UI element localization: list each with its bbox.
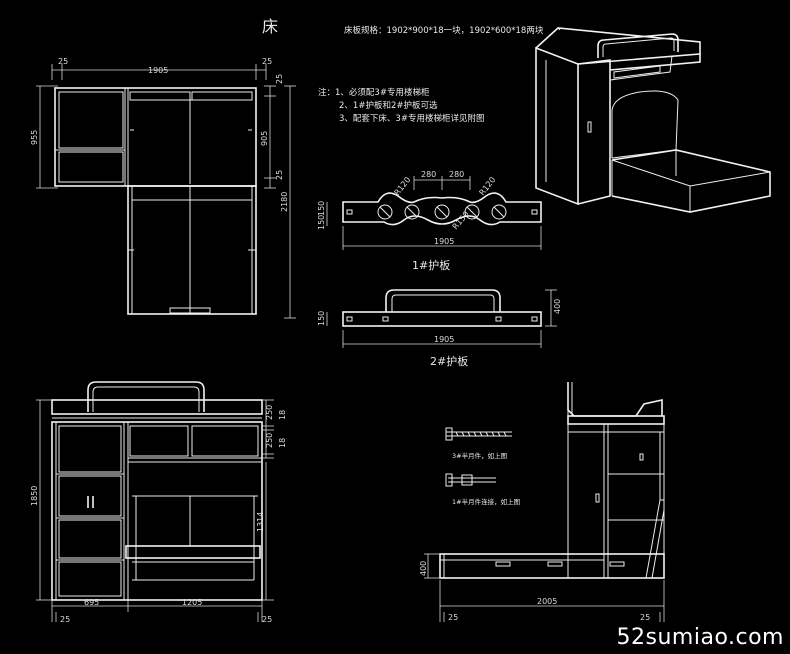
front-dim-18-b: 18	[278, 438, 287, 448]
note-2: 2、1#护板和2#护板可选	[339, 100, 438, 111]
side-dim-2005: 2005	[537, 597, 557, 606]
guard-1-view: 280 280 R120 R120 R150 150 150 1905 1#护板	[317, 170, 542, 272]
front-dim-1205: 1205	[182, 598, 202, 607]
note-3: 3、配套下床、3#专用楼梯柜详见附图	[339, 113, 484, 124]
front-view: 250 18 250 18 1850 1314 695 1205 25 25	[30, 381, 287, 624]
note-1: 注：1、必须配3#专用楼梯柜	[318, 87, 430, 98]
side-view: 400 2005 25 25	[419, 382, 665, 622]
front-dim-25-right: 25	[262, 615, 272, 624]
plan-dim-25-r2: 25	[275, 170, 284, 180]
bolt-details: 3#半月件，如上图 1#半月件连接，如上图	[445, 427, 520, 506]
drawing-title: 床	[262, 17, 278, 36]
watermark: 52sumiao.com	[616, 625, 784, 650]
spec-text: 床板规格：1902*900*18一块，1902*600*18两块	[344, 25, 544, 36]
g1-dim-280-b: 280	[449, 170, 464, 179]
plan-dim-955: 955	[30, 130, 39, 145]
g1-dim-280-a: 280	[421, 170, 436, 179]
plan-dim-1905: 1905	[148, 66, 168, 75]
plan-view: 25 1905 25 955 25 905 25 2180	[30, 57, 296, 319]
isometric-view	[535, 27, 771, 213]
g1-dim-r120-b: R120	[477, 175, 497, 197]
front-dim-695: 695	[84, 598, 99, 607]
guard-2-view: 150 400 1905 2#护板	[317, 289, 562, 368]
guard-2-label: 2#护板	[430, 354, 468, 368]
front-dim-250-b: 250	[265, 433, 274, 448]
g2-dim-1905: 1905	[434, 335, 454, 344]
g1-dim-150-b: 150	[317, 215, 326, 230]
front-dim-1314: 1314	[256, 512, 265, 532]
front-dim-250-a: 250	[265, 405, 274, 420]
plan-dim-25-r1: 25	[275, 74, 284, 84]
bolt-2-caption: 1#半月件连接，如上图	[452, 497, 520, 506]
g2-dim-400: 400	[553, 299, 562, 314]
side-dim-25-left: 25	[448, 613, 458, 622]
g1-dim-150-a: 150	[317, 201, 326, 216]
g2-dim-150: 150	[317, 311, 326, 326]
plan-dim-2180: 2180	[280, 192, 289, 212]
bolt-1-caption: 3#半月件，如上图	[452, 451, 507, 460]
side-dim-400: 400	[419, 561, 428, 576]
plan-dim-905: 905	[260, 131, 269, 146]
front-dim-25-left: 25	[60, 615, 70, 624]
front-dim-1850: 1850	[30, 486, 39, 506]
plan-dim-25-left: 25	[58, 57, 68, 66]
guard-1-label: 1#护板	[412, 258, 450, 272]
plan-dim-25-right: 25	[262, 57, 272, 66]
g1-dim-1905: 1905	[434, 237, 454, 246]
side-dim-25-right: 25	[640, 613, 650, 622]
front-dim-18-a: 18	[278, 410, 287, 420]
